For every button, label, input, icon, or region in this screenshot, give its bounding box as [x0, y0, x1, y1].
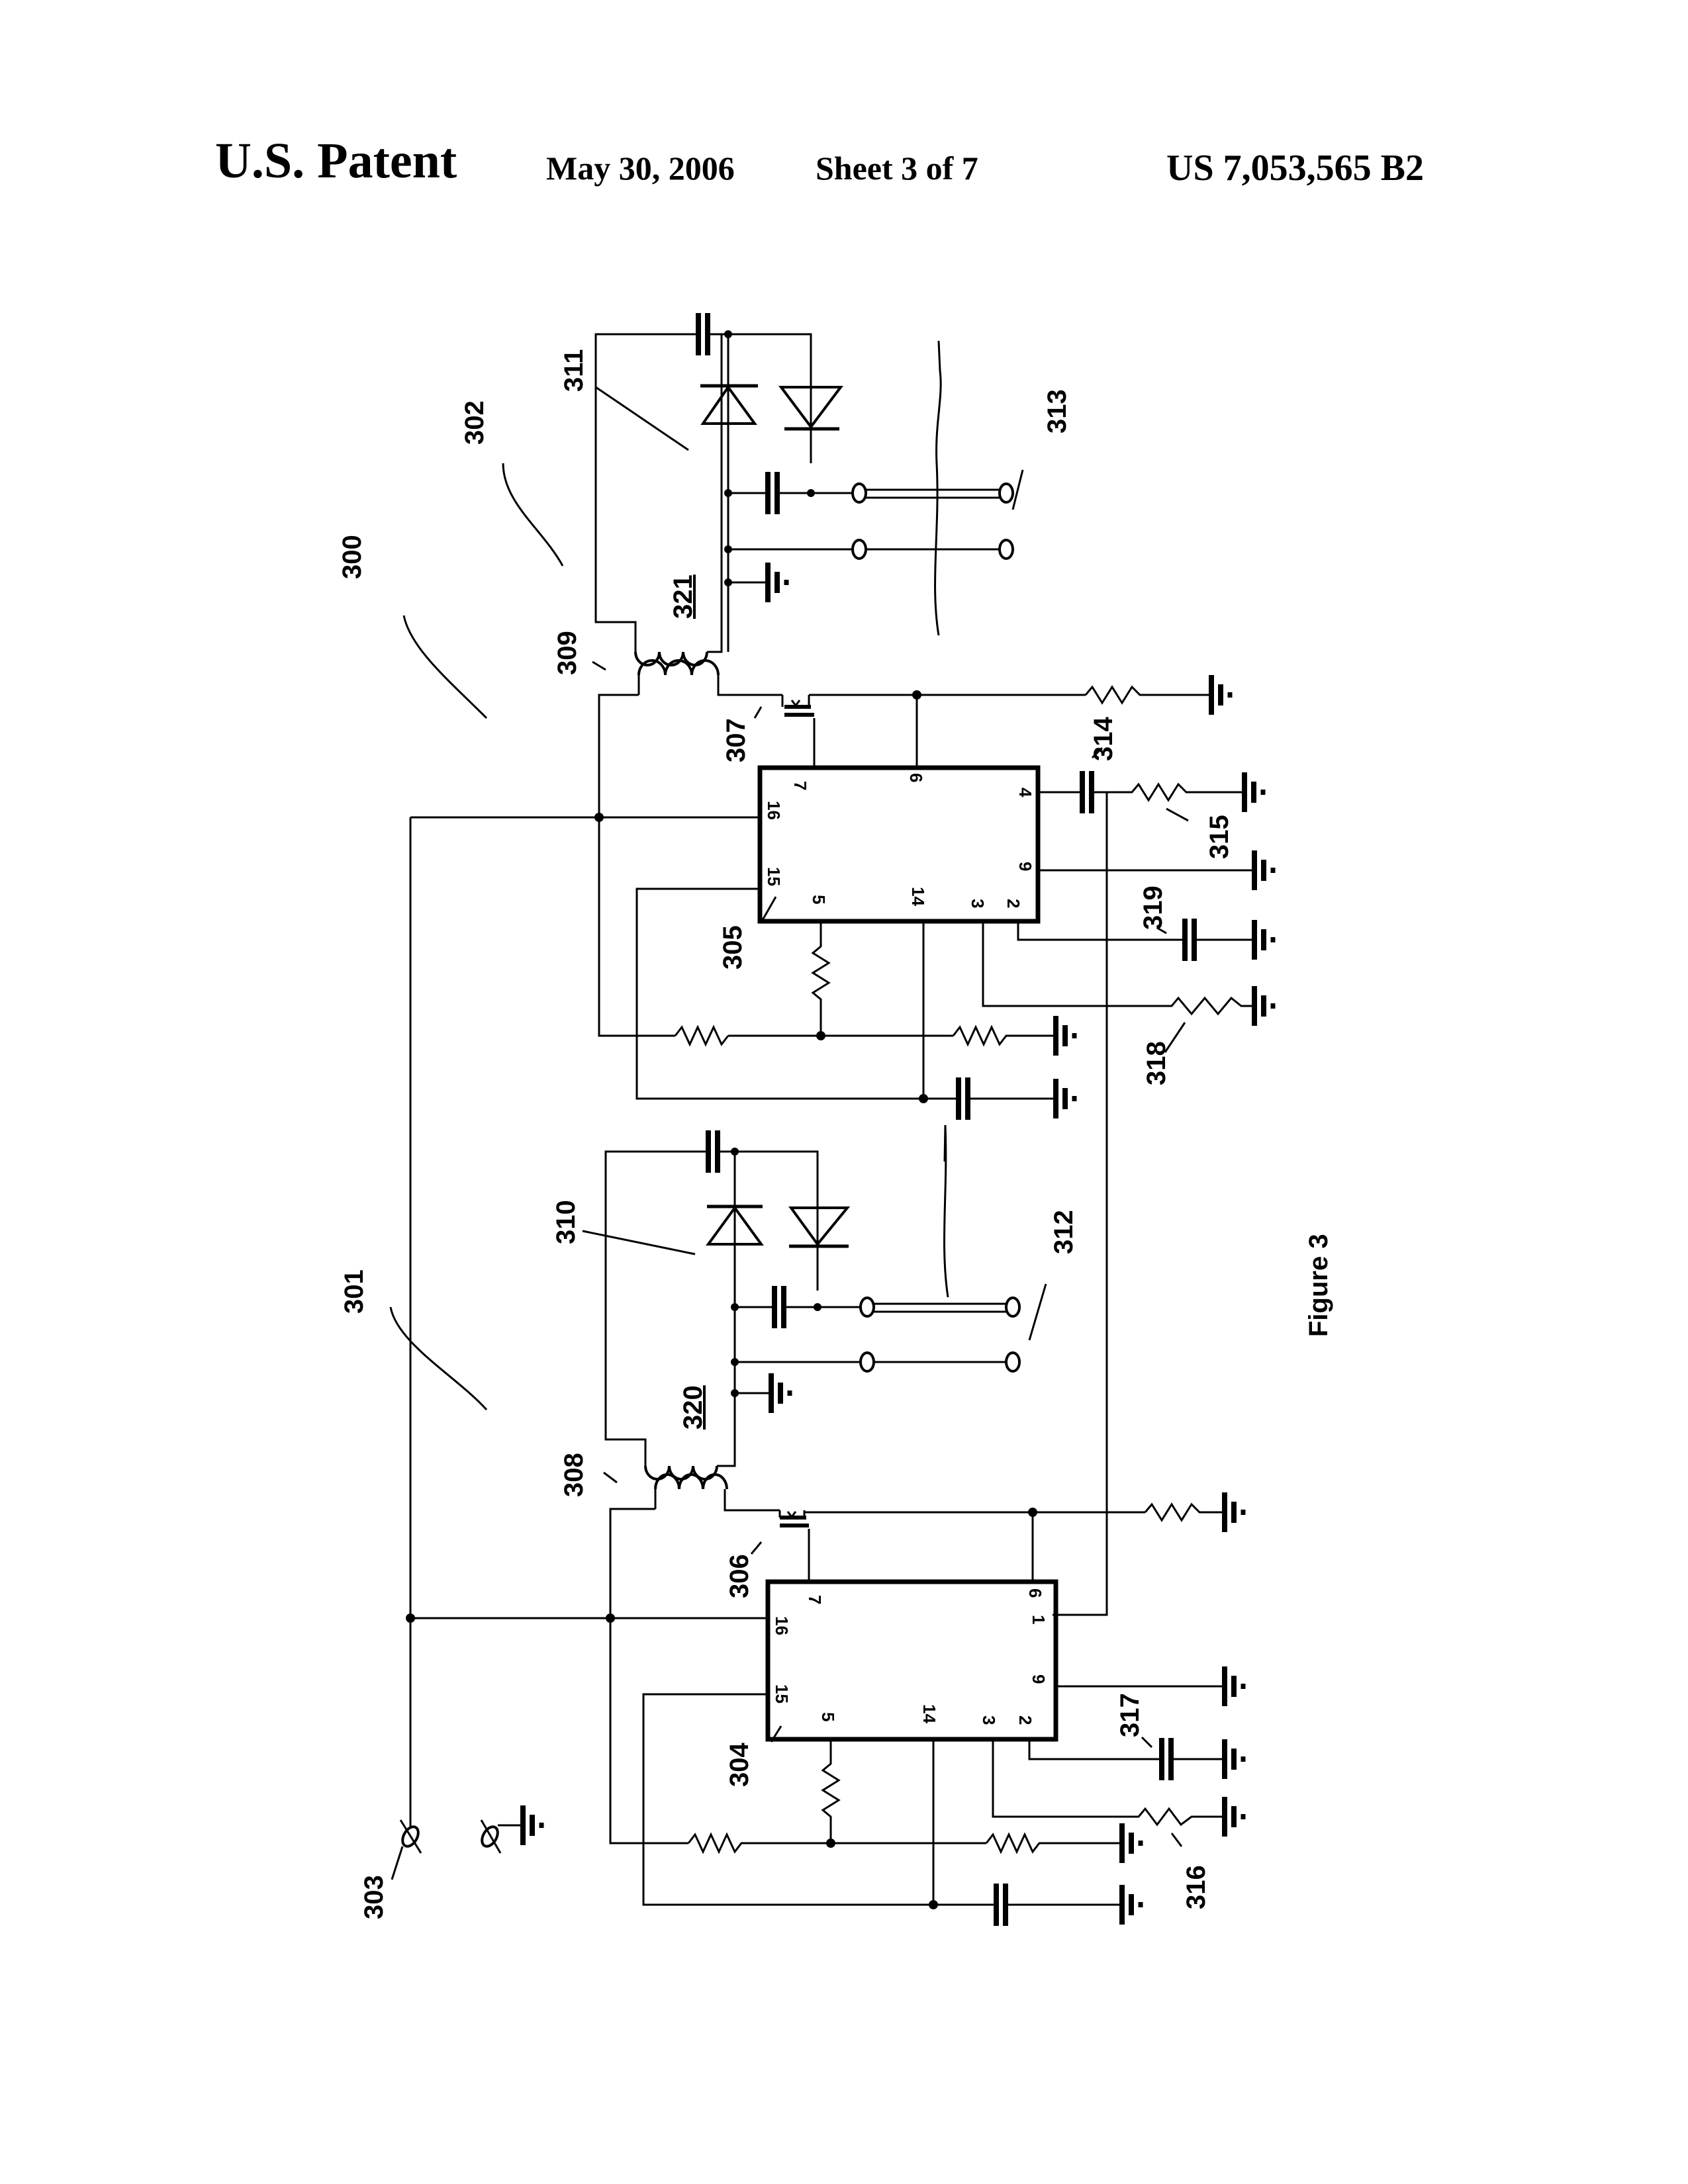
ref-label-320: 320	[679, 1385, 708, 1430]
ref-label-302: 302	[460, 400, 489, 445]
pin-label: 3	[968, 899, 988, 908]
ref-label-313: 313	[1043, 389, 1072, 433]
ref-label-317: 317	[1115, 1693, 1145, 1737]
ref-label-315: 315	[1205, 815, 1234, 859]
ref-label-307: 307	[722, 718, 751, 762]
ref-label-306: 306	[725, 1554, 754, 1598]
patent-number: US 7,053,565 B2	[1166, 148, 1424, 189]
diode-311b	[778, 386, 843, 431]
ref-label-301: 301	[340, 1269, 369, 1314]
reference-labels: 300 302 311 313 321 309 307 314 315 305 …	[338, 349, 1234, 1919]
pin-label: 14	[919, 1704, 939, 1723]
diode-311a	[700, 384, 758, 425]
ref-label-310: 310	[551, 1200, 581, 1244]
pin-label: 2	[1004, 899, 1023, 908]
pin-label: 9	[1015, 862, 1035, 871]
pin-label: 9	[1029, 1674, 1049, 1684]
ic-305	[757, 765, 1041, 924]
pin-label: 15	[764, 867, 784, 886]
ref-label-303: 303	[359, 1875, 389, 1919]
pin-label: 3	[979, 1715, 999, 1725]
ref-label-309: 309	[553, 631, 582, 675]
ref-label-321: 321	[669, 574, 698, 619]
ref-label-318: 318	[1142, 1041, 1171, 1085]
ref-label-319: 319	[1139, 886, 1168, 930]
mosfet-307	[781, 695, 814, 717]
patent-header-title: U.S. Patent	[215, 133, 457, 189]
pin-label: 4	[1015, 788, 1035, 797]
upper-stage: 7 6 16 15 5 14 3 2 4 9	[410, 313, 1273, 1616]
pin-label: 1	[1029, 1615, 1049, 1624]
diode-310b	[788, 1206, 851, 1248]
sheet-number: Sheet 3 of 7	[816, 150, 978, 187]
ref-label-312: 312	[1049, 1210, 1078, 1254]
figure-caption: Figure 3	[1304, 1234, 1333, 1337]
ref-label-305: 305	[718, 925, 747, 970]
patent-date: May 30, 2006	[546, 150, 735, 187]
ic-304-pin-labels: 7 6 16 15 5 14 3 2 1 9	[772, 1588, 1049, 1725]
diode-310a	[706, 1205, 764, 1246]
pin-label: 5	[818, 1712, 838, 1721]
pin-label: 6	[906, 773, 926, 782]
ref-label-314: 314	[1089, 717, 1118, 761]
pin-label: 6	[1025, 1588, 1045, 1598]
ref-label-304: 304	[725, 1743, 754, 1787]
ref-label-308: 308	[559, 1453, 588, 1497]
pin-label: 15	[772, 1684, 792, 1704]
pin-label: 7	[790, 781, 810, 790]
pin-label: 14	[908, 887, 928, 906]
pin-label: 2	[1015, 1715, 1035, 1725]
ref-label-311: 311	[559, 349, 588, 392]
ref-label-316: 316	[1182, 1865, 1211, 1909]
ic-305-pin-labels: 7 6 16 15 5 14 3 2 4 9	[764, 773, 1035, 908]
supply-bus-301	[399, 817, 541, 1854]
lower-stage: 7 6 16 15 5 14 3 2 1 9	[406, 1124, 1243, 1926]
leader-lines	[389, 386, 1189, 1880]
pin-label: 7	[805, 1595, 825, 1604]
ic-304	[765, 1579, 1058, 1742]
pin-label: 16	[764, 801, 784, 820]
pin-label: 5	[809, 895, 829, 904]
ref-label-300: 300	[338, 535, 367, 579]
pin-label: 16	[772, 1616, 792, 1635]
